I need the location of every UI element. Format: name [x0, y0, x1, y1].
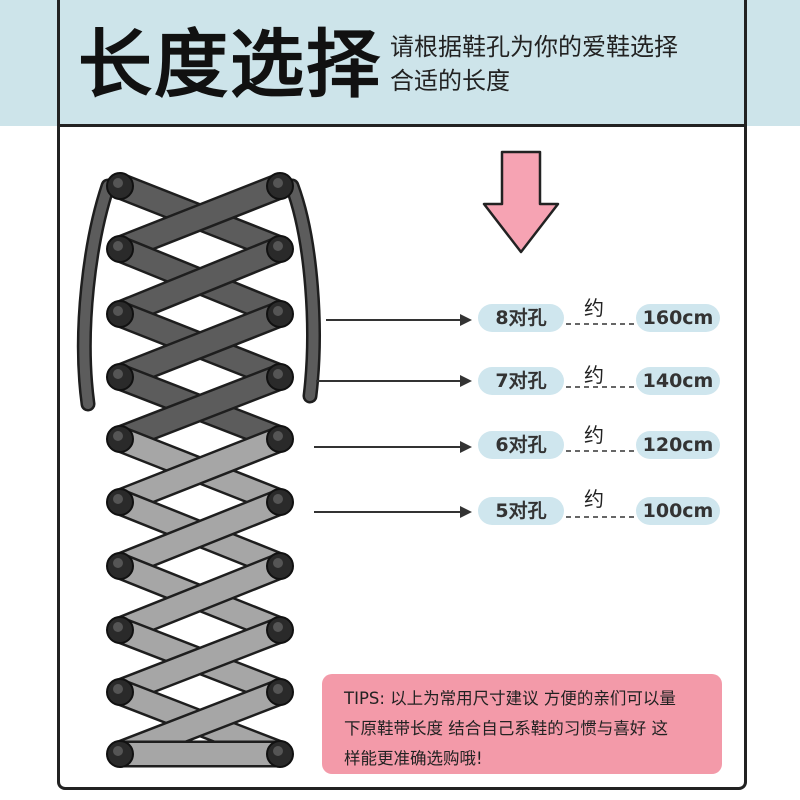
- lace-band: [109, 555, 291, 641]
- eyelet-highlight: [273, 431, 283, 441]
- eyelet-highlight: [113, 431, 123, 441]
- eyelet-highlight: [273, 558, 283, 568]
- eyelet-highlight: [113, 306, 123, 316]
- content-frame: [57, 0, 747, 790]
- lace-band: [109, 619, 291, 703]
- tips-line-2: 下原鞋带长度 结合自己系鞋的习惯与喜好 这: [344, 719, 668, 738]
- subtitle-line-2: 合适的长度: [390, 67, 510, 95]
- eyelet-highlight: [113, 746, 123, 756]
- eyelet-highlight: [113, 241, 123, 251]
- about-label-8: 约: [584, 296, 604, 320]
- pointer-arrowhead-icon: [460, 506, 472, 518]
- lace-band: [109, 491, 291, 577]
- eyelet-highlight: [113, 369, 123, 379]
- lace-band: [109, 238, 291, 325]
- holes-8-pill: 8对孔: [478, 304, 564, 332]
- subtitle-line-1: 请根据鞋孔为你的爱鞋选择: [390, 33, 678, 61]
- page-title: 长度选择: [78, 22, 382, 108]
- length-120-pill: 120cm: [636, 431, 720, 459]
- length-160-pill: 160cm: [636, 304, 720, 332]
- pointer-arrowhead-icon: [460, 441, 472, 453]
- eyelet-highlight: [273, 684, 283, 694]
- shoelace-crossings: [76, 172, 321, 768]
- tips-line-3: 样能更准确选购哦!: [344, 749, 483, 768]
- holes-5-pill: 5对孔: [478, 497, 564, 525]
- eyelet-highlight: [113, 178, 123, 188]
- lace-band: [109, 175, 291, 260]
- lace-band: [109, 366, 291, 450]
- eyelet-highlight: [273, 306, 283, 316]
- eyelet-highlight: [113, 684, 123, 694]
- tips-line-1: TIPS: 以上为常用尺寸建议 方便的亲们可以量: [344, 689, 676, 708]
- lace-band: [109, 303, 291, 388]
- pointer-arrows: [314, 314, 472, 518]
- page-subtitle: 请根据鞋孔为你的爱鞋选择 合适的长度: [390, 30, 730, 98]
- header-band: [0, 0, 800, 126]
- eyelet-highlight: [113, 622, 123, 632]
- eyelet-highlight: [273, 369, 283, 379]
- dashed-connectors: [566, 323, 636, 518]
- tips-box: TIPS: 以上为常用尺寸建议 方便的亲们可以量 下原鞋带长度 结合自己系鞋的习…: [322, 674, 722, 774]
- lace-band: [109, 428, 291, 513]
- lace-end-left: [79, 181, 113, 409]
- length-140-pill: 140cm: [636, 367, 720, 395]
- about-label-7: 约: [584, 363, 604, 387]
- down-arrow-icon: [482, 150, 560, 254]
- pointer-arrowhead-icon: [460, 375, 472, 387]
- eyelet-highlight: [273, 494, 283, 504]
- eyelets: [106, 172, 294, 768]
- holes-7-pill: 7对孔: [478, 367, 564, 395]
- lace-end-right: [287, 181, 319, 401]
- eyelet-highlight: [273, 178, 283, 188]
- eyelet-highlight: [273, 241, 283, 251]
- about-label-6: 约: [584, 423, 604, 447]
- length-100-pill: 100cm: [636, 497, 720, 525]
- eyelet-highlight: [113, 494, 123, 504]
- about-label-5: 约: [584, 487, 604, 511]
- eyelet-highlight: [113, 558, 123, 568]
- header-divider: [57, 124, 747, 127]
- eyelet-highlight: [273, 746, 283, 756]
- pointer-arrowhead-icon: [460, 314, 472, 326]
- holes-6-pill: 6对孔: [478, 431, 564, 459]
- eyelet-highlight: [273, 622, 283, 632]
